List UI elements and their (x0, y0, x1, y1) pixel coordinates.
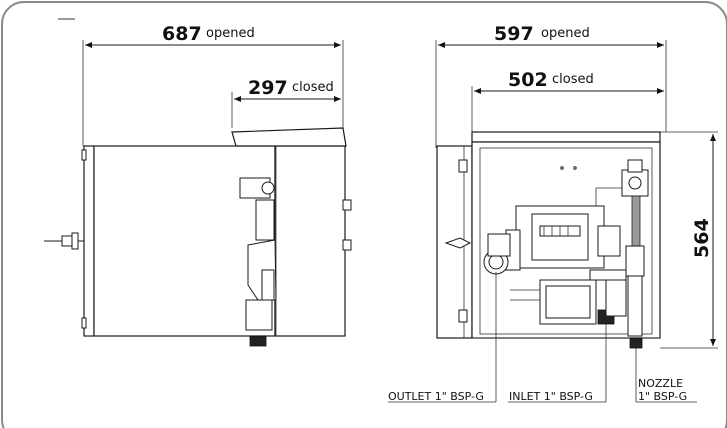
dim-687-note: opened (206, 26, 255, 41)
dim-687-value: 687 (162, 23, 202, 45)
dim-502-note: closed (552, 72, 594, 87)
dim-502-value: 502 (508, 69, 548, 91)
dim-564-value: 564 (691, 218, 713, 258)
callout-inlet: INLET 1" BSP-G (509, 390, 593, 403)
front-view (388, 40, 718, 403)
callout-outlet: OUTLET 1" BSP-G (388, 390, 484, 403)
dim-297-value: 297 (248, 77, 288, 99)
dim-597-value: 597 (494, 23, 534, 45)
side-view (44, 40, 352, 347)
dim-297-note: closed (292, 80, 334, 95)
callout-nozzle-line2: 1" BSP-G (638, 390, 687, 403)
callout-nozzle-line1: NOZZLE (638, 377, 683, 390)
dim-597-note: opened (541, 26, 590, 41)
